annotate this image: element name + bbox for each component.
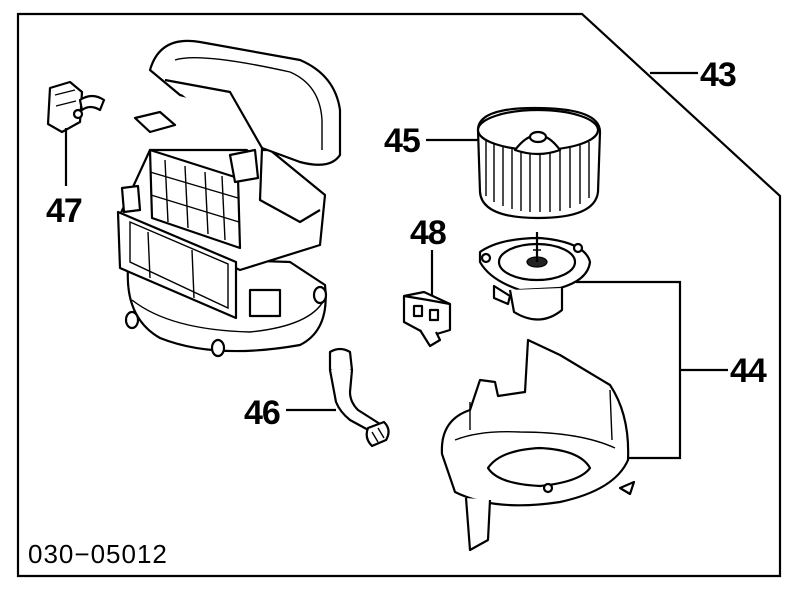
actuator-drawing bbox=[46, 80, 106, 134]
assembly-frame bbox=[16, 12, 782, 578]
callout-47: 47 bbox=[46, 192, 82, 230]
fan-wheel-drawing bbox=[476, 106, 602, 220]
blower-unit-assembly-drawing bbox=[116, 39, 342, 358]
callout-48: 48 bbox=[410, 214, 446, 252]
diagram-code: 030−05012 bbox=[28, 539, 168, 569]
callout-45: 45 bbox=[384, 122, 420, 160]
callout-46: 46 bbox=[244, 394, 280, 432]
drain-hose-drawing bbox=[328, 347, 390, 448]
blower-motor-drawing bbox=[478, 232, 592, 321]
callout-44: 44 bbox=[730, 352, 767, 390]
callout-43: 43 bbox=[700, 56, 736, 94]
leader-line-44 bbox=[576, 280, 728, 460]
blower-housing-drawing bbox=[440, 338, 636, 552]
resistor-drawing bbox=[402, 290, 452, 348]
